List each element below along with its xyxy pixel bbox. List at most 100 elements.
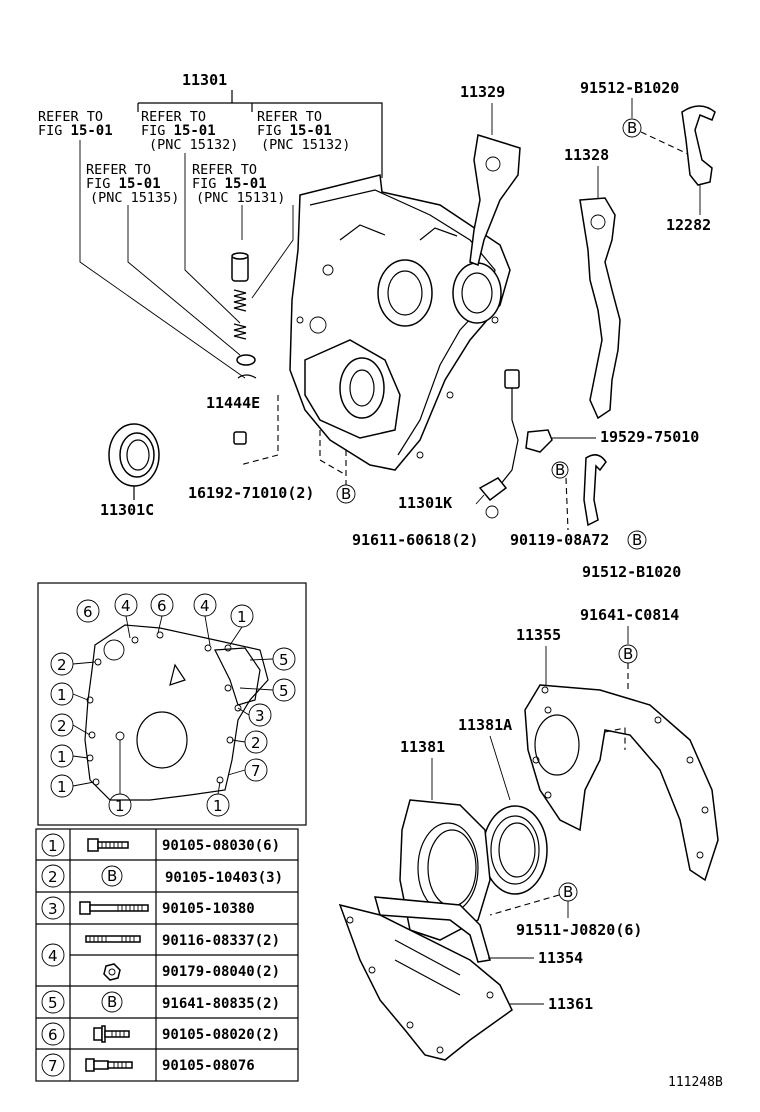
b-circle-icon: B bbox=[101, 865, 123, 887]
callout-19529-75010: 19529-75010 bbox=[600, 428, 699, 446]
oil-seal bbox=[108, 423, 160, 500]
svg-text:90105-08030(6): 90105-08030(6) bbox=[162, 838, 280, 854]
rear-oil-seal bbox=[482, 805, 548, 895]
svg-text:91641-80835(2): 91641-80835(2) bbox=[162, 996, 280, 1012]
svg-text:B: B bbox=[555, 461, 565, 479]
svg-text:B: B bbox=[623, 645, 633, 663]
svg-text:REFER TO: REFER TO bbox=[257, 109, 322, 125]
svg-text:1: 1 bbox=[57, 686, 67, 704]
svg-text:FIG 15-01: FIG 15-01 bbox=[192, 176, 267, 192]
bolt-step-icon bbox=[85, 1058, 133, 1072]
svg-text:1: 1 bbox=[213, 797, 223, 815]
svg-text:2: 2 bbox=[57, 656, 67, 674]
svg-text:4: 4 bbox=[48, 947, 58, 965]
callout-91512-b1020-bottom: 91512-B1020 bbox=[582, 563, 681, 581]
svg-text:6: 6 bbox=[83, 603, 93, 621]
gasket-side bbox=[579, 197, 621, 420]
svg-text:90179-08040(2): 90179-08040(2) bbox=[162, 964, 280, 980]
refer-note-3: REFER TO FIG 15-01 (PNC 15132) bbox=[257, 109, 350, 153]
svg-text:90105-08020(2): 90105-08020(2) bbox=[162, 1027, 280, 1043]
svg-text:B: B bbox=[632, 531, 642, 549]
callout-11328: 11328 bbox=[564, 146, 609, 164]
svg-text:90116-08337(2): 90116-08337(2) bbox=[162, 933, 280, 949]
svg-text:1: 1 bbox=[57, 778, 67, 796]
svg-text:FIG 15-01: FIG 15-01 bbox=[141, 123, 216, 139]
svg-text:6: 6 bbox=[48, 1026, 58, 1044]
svg-text:B: B bbox=[107, 993, 117, 1011]
sensor-11301k bbox=[478, 369, 520, 519]
inset-markers: 6 4 6 4 1 5 5 3 2 7 2 1 2 1 1 1 1 bbox=[50, 593, 296, 817]
inset-frame bbox=[37, 582, 307, 826]
svg-text:90105-10380: 90105-10380 bbox=[162, 901, 255, 917]
legend-keys: 1 2 3 4 5 6 7 bbox=[41, 833, 65, 1077]
svg-text:(PNC 15135): (PNC 15135) bbox=[90, 190, 179, 206]
svg-text:5: 5 bbox=[279, 651, 289, 669]
svg-text:4: 4 bbox=[121, 597, 131, 615]
svg-text:4: 4 bbox=[200, 597, 210, 615]
plug-stack bbox=[231, 252, 257, 445]
plate-11361 bbox=[338, 903, 513, 1061]
svg-text:(PNC 15131): (PNC 15131) bbox=[196, 190, 285, 206]
svg-text:2: 2 bbox=[57, 717, 67, 735]
svg-text:FIG 15-01: FIG 15-01 bbox=[38, 123, 113, 139]
svg-text:B: B bbox=[107, 867, 117, 885]
svg-text:REFER TO: REFER TO bbox=[192, 162, 257, 178]
svg-text:2: 2 bbox=[251, 734, 261, 752]
clip bbox=[525, 429, 553, 453]
svg-text:3: 3 bbox=[48, 900, 58, 918]
callout-11301c: 11301C bbox=[100, 501, 154, 519]
callout-16192-71010: 16192-71010(2) bbox=[188, 484, 314, 502]
figure-id: 111248B bbox=[668, 1075, 723, 1090]
svg-text:FIG 15-01: FIG 15-01 bbox=[86, 176, 161, 192]
svg-text:6: 6 bbox=[157, 597, 167, 615]
callout-11301: 11301 bbox=[182, 71, 227, 89]
svg-text:(PNC 15132): (PNC 15132) bbox=[261, 137, 350, 153]
gasket-11354 bbox=[373, 896, 491, 963]
callout-11354: 11354 bbox=[538, 949, 583, 967]
callout-91611-60618: 91611-60618(2) bbox=[352, 531, 478, 549]
svg-text:REFER TO: REFER TO bbox=[141, 109, 206, 125]
callout-91641-c0814: 91641-C0814 bbox=[580, 606, 679, 624]
svg-text:3: 3 bbox=[255, 707, 265, 725]
svg-text:FIG 15-01: FIG 15-01 bbox=[257, 123, 332, 139]
svg-text:7: 7 bbox=[48, 1057, 58, 1075]
callout-11381a: 11381A bbox=[458, 716, 512, 734]
rear-plate bbox=[524, 684, 719, 882]
svg-text:1: 1 bbox=[48, 837, 58, 855]
callout-90119-08a72: 90119-08A72 bbox=[510, 531, 609, 549]
refer-note-2: REFER TO FIG 15-01 (PNC 15132) bbox=[141, 109, 238, 153]
callout-12282: 12282 bbox=[666, 216, 711, 234]
callout-11381: 11381 bbox=[400, 738, 445, 756]
svg-text:2: 2 bbox=[48, 868, 58, 886]
b-circle-icon: B bbox=[101, 991, 123, 1013]
bolt-flange-icon bbox=[93, 1025, 130, 1043]
callout-91511-j0820: 91511-J0820(6) bbox=[516, 921, 642, 939]
b-marker-top bbox=[622, 118, 642, 138]
svg-text:1: 1 bbox=[115, 797, 125, 815]
svg-text:90105-08076: 90105-08076 bbox=[162, 1058, 255, 1074]
b-marker-low bbox=[627, 530, 647, 550]
b-marker-mid bbox=[551, 461, 569, 479]
inset-cover-outline bbox=[84, 624, 269, 801]
svg-text:(PNC 15132): (PNC 15132) bbox=[149, 137, 238, 153]
svg-text:5: 5 bbox=[279, 682, 289, 700]
svg-text:90105-10403(3): 90105-10403(3) bbox=[165, 870, 283, 886]
callout-11361: 11361 bbox=[548, 995, 593, 1013]
refer-note-1: REFER TO FIG 15-01 bbox=[38, 109, 113, 139]
svg-text:1: 1 bbox=[57, 748, 67, 766]
svg-text:1: 1 bbox=[237, 608, 247, 626]
bracket-lower bbox=[583, 454, 607, 527]
callout-11301k: 11301K bbox=[398, 494, 452, 512]
svg-text:B: B bbox=[563, 883, 573, 901]
legend-table bbox=[35, 828, 299, 1082]
nut-icon bbox=[103, 963, 121, 981]
legend-part-numbers: 90105-08030(6) 90105-10403(3) 90105-1038… bbox=[162, 838, 283, 1074]
bolt-short-icon bbox=[87, 838, 129, 852]
gasket-upper bbox=[469, 134, 521, 267]
stud-icon bbox=[85, 935, 141, 943]
callout-11329: 11329 bbox=[460, 83, 505, 101]
bracket-12282 bbox=[681, 105, 716, 186]
bolt-long-icon bbox=[79, 901, 149, 915]
svg-text:B: B bbox=[341, 485, 351, 503]
